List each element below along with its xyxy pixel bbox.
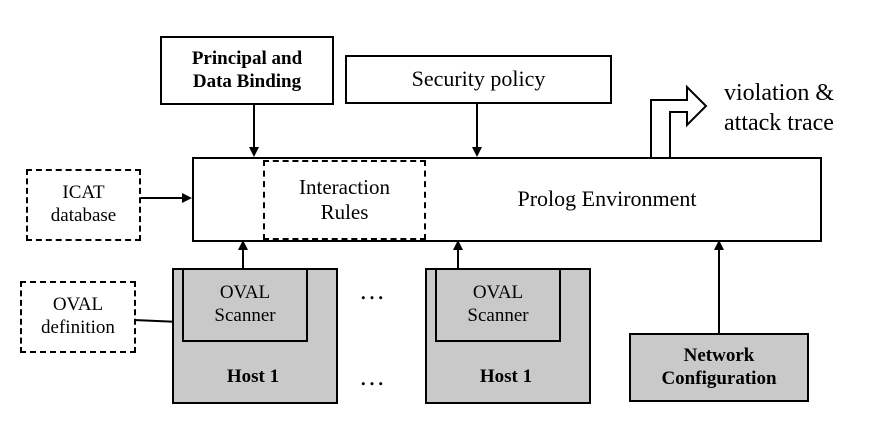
- host-1-label: Host 1: [226, 366, 280, 387]
- ellipsis-top: …: [359, 276, 385, 305]
- oval-scanner-1-box: OVAL Scanner: [182, 268, 308, 342]
- icat-database-box: ICAT database: [26, 169, 141, 241]
- network-configuration-box: Network Configuration: [629, 333, 809, 402]
- host-n-label: Host 1: [479, 366, 533, 387]
- ellipsis-bottom: …: [359, 362, 385, 391]
- output-block-arrow: [650, 84, 708, 157]
- prolog-environment-label: Prolog Environment: [517, 186, 697, 212]
- oval-scanner-2-box: OVAL Scanner: [435, 268, 561, 342]
- security-policy-box: Security policy: [345, 55, 612, 104]
- principal-data-binding-box: Principal and Data Binding: [160, 36, 334, 105]
- interaction-rules-box: Interaction Rules: [263, 160, 426, 240]
- oval-definition-box: OVAL definition: [20, 281, 136, 353]
- output-label: violation & attack trace: [724, 80, 834, 136]
